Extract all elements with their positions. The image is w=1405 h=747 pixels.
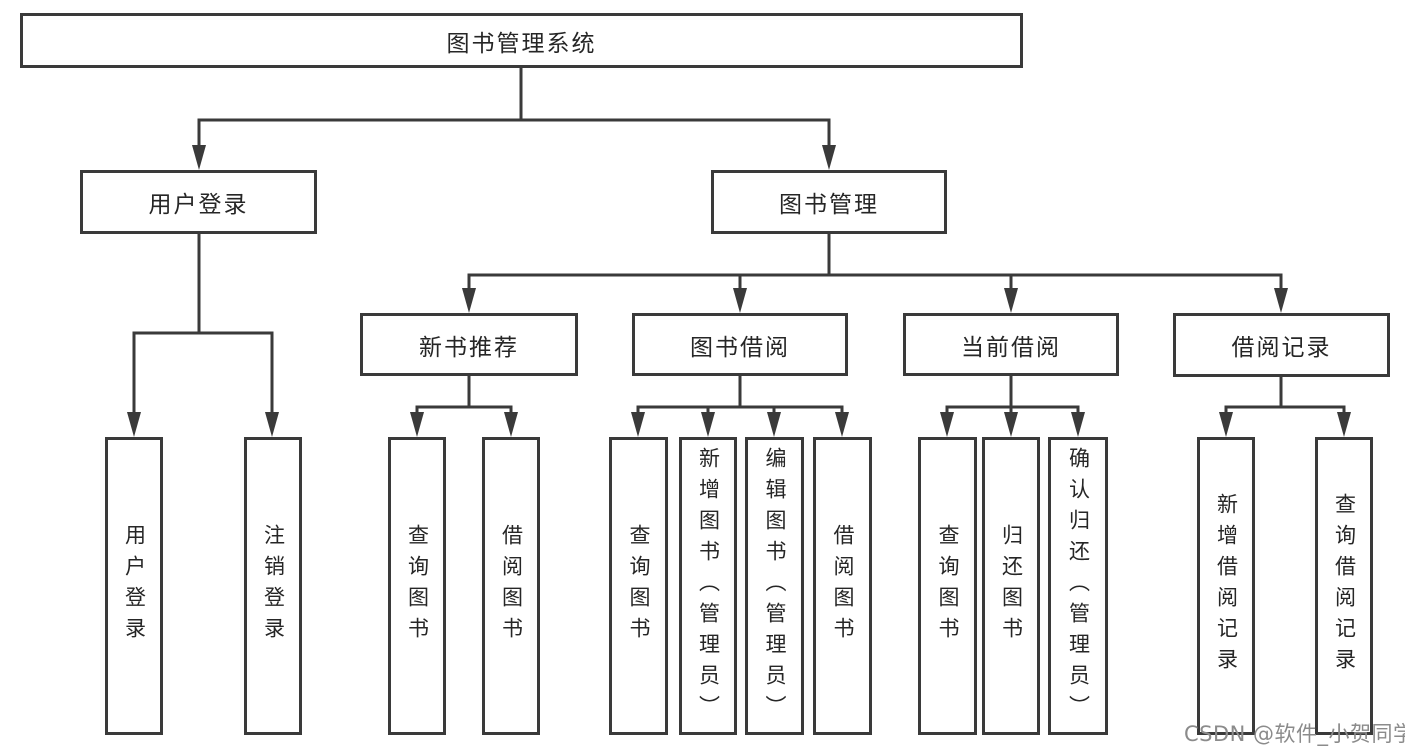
node-book-management: 图书管理: [711, 170, 947, 234]
node-label: 确认归还（管理员）: [1066, 446, 1091, 726]
leaf-query-books-borrowing: 查询图书: [609, 437, 668, 735]
connector-lines: [132, 68, 1346, 418]
leaf-borrow-books-recommendation: 借阅图书: [482, 437, 540, 735]
node-label: 查询借阅记录: [1332, 493, 1357, 679]
node-label: 归还图书: [999, 524, 1024, 648]
arrowheads: [127, 145, 1351, 437]
node-label: 编辑图书（管理员）: [763, 446, 787, 726]
node-label: 新书推荐: [419, 334, 519, 361]
leaf-logout: 注销登录: [244, 437, 302, 735]
leaf-edit-book-admin: 编辑图书（管理员）: [745, 437, 804, 735]
leaf-query-books-recommendation: 查询图书: [388, 437, 446, 735]
leaf-add-borrowing-record: 新增借阅记录: [1197, 437, 1255, 735]
leaf-query-books-current: 查询图书: [918, 437, 977, 735]
node-current-borrowing: 当前借阅: [903, 313, 1119, 376]
leaf-borrow-books-borrowing: 借阅图书: [813, 437, 872, 735]
node-label: 新增图书（管理员）: [696, 446, 721, 726]
node-label: 用户登录: [122, 524, 147, 648]
leaf-query-borrowing-record: 查询借阅记录: [1315, 437, 1373, 735]
node-book-borrowing: 图书借阅: [632, 313, 848, 376]
node-label: 借阅记录: [1231, 335, 1332, 361]
leaf-user-login: 用户登录: [105, 437, 163, 735]
node-borrowing-records: 借阅记录: [1173, 313, 1390, 377]
leaf-return-books: 归还图书: [982, 437, 1040, 735]
csdn-watermark: CSDN @软件_小贺同学: [1184, 722, 1405, 746]
node-user-login: 用户登录: [80, 170, 317, 234]
node-library-management-system: 图书管理系统: [20, 13, 1023, 68]
node-label: 查询图书: [405, 524, 430, 648]
leaf-add-book-admin: 新增图书（管理员）: [679, 437, 737, 735]
node-new-book-recommendation: 新书推荐: [360, 313, 578, 376]
node-label: 查询图书: [627, 524, 651, 648]
node-label: 注销登录: [261, 524, 286, 648]
node-label: 查询图书: [936, 524, 960, 648]
node-label: 借阅图书: [499, 524, 524, 648]
node-label: 图书管理系统: [446, 30, 597, 57]
node-label: 新增借阅记录: [1214, 493, 1239, 679]
leaf-confirm-return-admin: 确认归还（管理员）: [1048, 437, 1108, 735]
node-label: 当前借阅: [961, 334, 1061, 361]
node-label: 图书管理: [779, 192, 879, 218]
node-label: 用户登录: [148, 192, 249, 218]
node-label: 图书借阅: [690, 334, 790, 361]
node-label: 借阅图书: [831, 524, 855, 648]
